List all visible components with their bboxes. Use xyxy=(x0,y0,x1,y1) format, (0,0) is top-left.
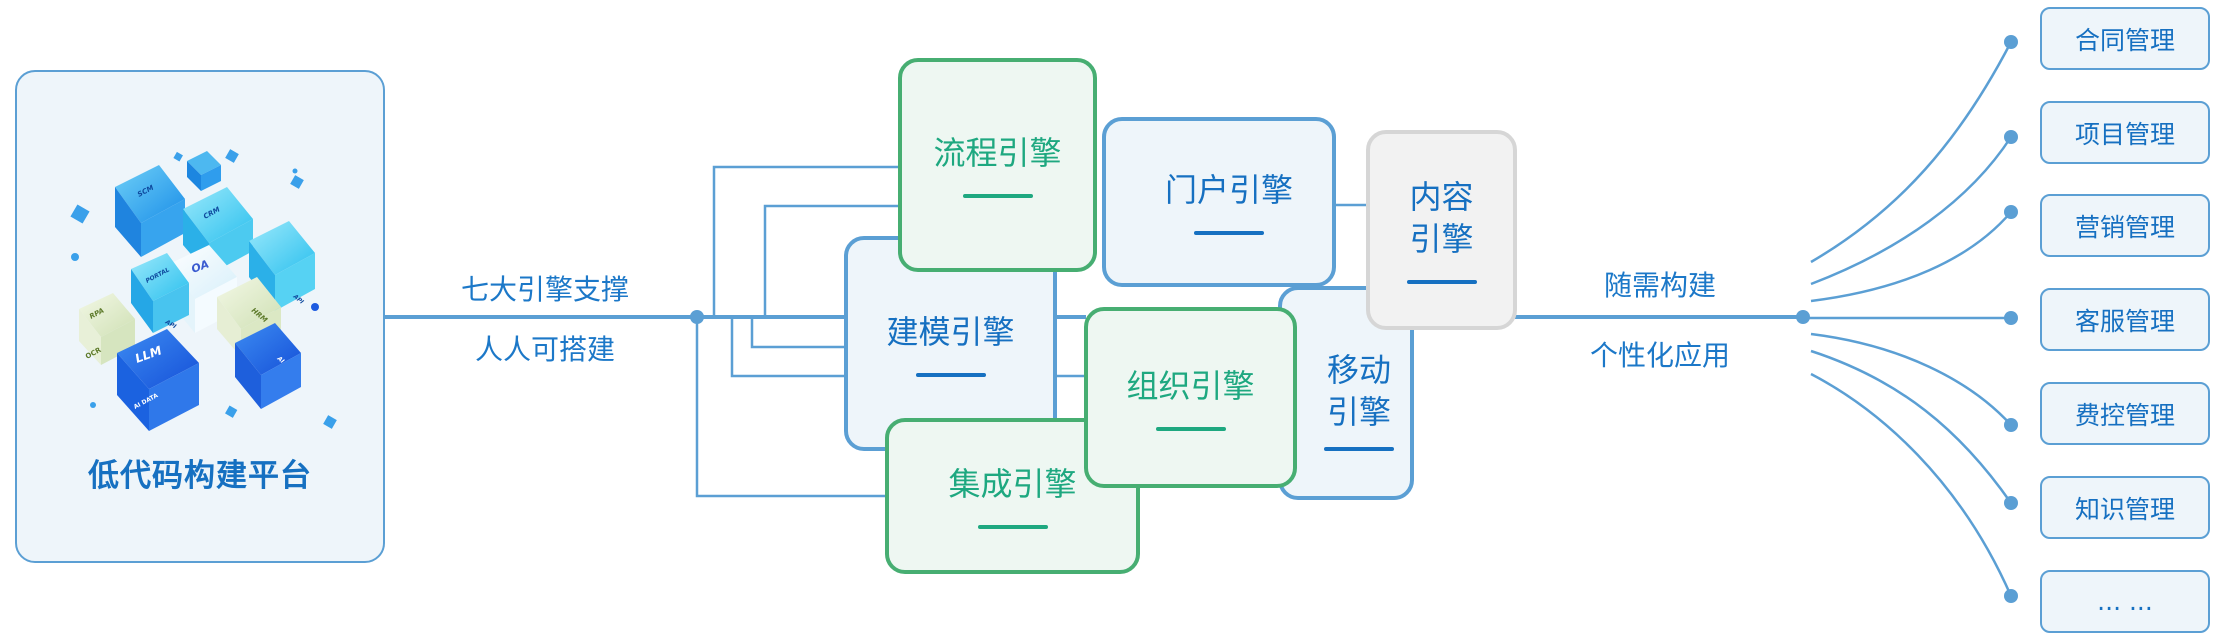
low-code-platform-card: SCM CRM OA PORTAL API RPA OCR HRM LLM AI… xyxy=(15,70,385,563)
fan-line-expense xyxy=(1810,332,2012,426)
engine-content-underline xyxy=(1406,280,1477,284)
app-contract-management[interactable]: 合同管理 xyxy=(2040,7,2210,70)
fan-line-marketing xyxy=(1810,211,2012,303)
engine-mobile-name: 移动 引擎 xyxy=(1326,351,1391,431)
cube-llm xyxy=(117,329,199,431)
engine-organization-name: 组织引擎 xyxy=(1126,366,1255,405)
fan-line-project xyxy=(1810,136,2013,286)
engine-modeling-name: 建模引擎 xyxy=(886,312,1015,351)
app-dot-knowledge xyxy=(2004,496,2018,510)
engine-integration-underline xyxy=(977,525,1048,529)
cube-scm xyxy=(115,165,185,257)
engine-content[interactable]: 内容 引擎 xyxy=(1366,130,1517,330)
engine-organization-underline xyxy=(1155,426,1226,431)
engine-process[interactable]: 流程引擎 xyxy=(898,58,1097,272)
app-customer-service-management[interactable]: 客服管理 xyxy=(2040,288,2210,351)
engine-organization[interactable]: 组织引擎 xyxy=(1084,307,1297,488)
connector-to-integration xyxy=(695,317,887,498)
left-junction-dot xyxy=(690,310,704,324)
fan-line-contract xyxy=(1810,41,2013,264)
cube-label-ai: AI xyxy=(275,355,286,366)
app-expense-control-management[interactable]: 费控管理 xyxy=(2040,382,2210,445)
left-connector-top-label: 七大引擎支撑 xyxy=(460,273,629,306)
app-dot-marketing xyxy=(2004,205,2018,219)
app-dot-service xyxy=(2004,311,2018,325)
engine-portal[interactable]: 门户引擎 xyxy=(1102,117,1336,287)
connector-to-process-2 xyxy=(763,204,900,317)
cube-small-top xyxy=(187,151,221,191)
cube-particles xyxy=(70,149,337,429)
app-more[interactable]: ... ... xyxy=(2040,570,2210,633)
engine-process-underline xyxy=(962,194,1033,198)
engine-portal-name: 门户引擎 xyxy=(1164,171,1293,209)
left-connector-bottom-label: 人人可搭建 xyxy=(474,333,615,366)
platform-title: 低代码构建平台 xyxy=(88,458,312,494)
cube-rpa xyxy=(79,293,135,365)
right-junction-dot xyxy=(1796,310,1810,324)
app-dot-project xyxy=(2004,130,2018,144)
engine-integration-name: 集成引擎 xyxy=(948,465,1077,503)
engine-modeling-underline xyxy=(915,372,986,377)
cube-cluster-illustration: SCM CRM OA PORTAL API RPA OCR HRM LLM AI… xyxy=(70,149,337,431)
app-dot-contract xyxy=(2004,35,2018,49)
app-dot-expense xyxy=(2004,418,2018,432)
engine-portal-underline xyxy=(1194,231,1264,235)
connector-to-modeling-2 xyxy=(730,317,846,378)
app-marketing-management[interactable]: 营销管理 xyxy=(2040,194,2210,257)
connector-to-modeling xyxy=(750,317,846,349)
engine-process-name: 流程引擎 xyxy=(933,134,1062,172)
cube-mobile xyxy=(249,221,315,311)
engine-content-name: 内容 引擎 xyxy=(1409,178,1474,258)
app-knowledge-management[interactable]: 知识管理 xyxy=(2040,476,2210,539)
right-connector-bottom-label: 个性化应用 xyxy=(1589,339,1730,372)
app-project-management[interactable]: 项目管理 xyxy=(2040,101,2210,164)
cube-label-oa: OA xyxy=(190,257,211,275)
connector-to-process xyxy=(712,165,900,317)
right-connector-top-label: 随需构建 xyxy=(1603,269,1716,302)
app-dot-more xyxy=(2004,589,2018,603)
cube-ai xyxy=(235,323,301,409)
cube-portal xyxy=(131,253,189,333)
engine-mobile-underline xyxy=(1324,447,1394,451)
fan-line-more xyxy=(1810,372,2013,597)
fan-line-knowledge xyxy=(1810,349,2013,504)
